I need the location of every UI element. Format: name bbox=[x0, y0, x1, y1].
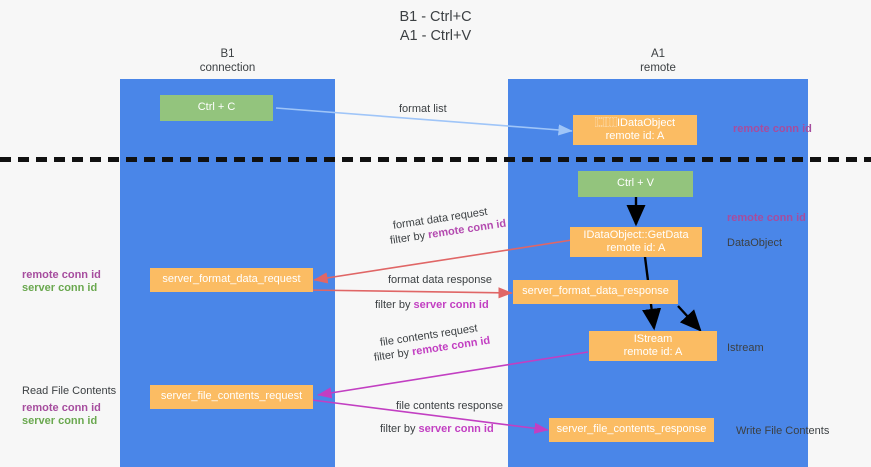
lane-header-b1: B1 connection bbox=[120, 47, 335, 75]
annotation-left-server-conn-id-bot: server conn id bbox=[22, 415, 98, 427]
section-divider bbox=[0, 157, 871, 162]
annotation-left-remote-conn-id-bot: remote conn id bbox=[22, 402, 101, 414]
annotation-istream: Istream bbox=[727, 342, 764, 354]
box-ctrl-v-label: Ctrl + V bbox=[617, 177, 654, 190]
edge-label-filter-by-server-conn-id-2: filter by server conn id bbox=[380, 422, 494, 436]
box-istream-line1: IStream bbox=[633, 332, 673, 345]
box-server-format-data-response[interactable]: server_format_data_response bbox=[513, 280, 678, 304]
page-title: B1 - Ctrl+C A1 - Ctrl+V bbox=[0, 8, 871, 46]
lane-header-a1: A1 remote bbox=[508, 47, 808, 75]
lane-header-a1-name: A1 bbox=[650, 48, 666, 60]
filter-prefix-2: filter by bbox=[375, 299, 414, 311]
annotation-read-file-contents: Read File Contents bbox=[22, 385, 117, 397]
lane-header-b1-name: B1 bbox=[220, 48, 235, 60]
lane-header-a1-sub: remote bbox=[640, 62, 676, 74]
annotation-remote-conn-id-mid: remote conn id bbox=[727, 212, 806, 224]
title-line-1: B1 - Ctrl+C bbox=[399, 9, 472, 25]
box-server-format-data-request-label: server_format_data_request bbox=[162, 273, 301, 286]
edge-label-filter-by-server-conn-id-1: filter by server conn id bbox=[375, 298, 489, 312]
box-istream-line2: remote id: A bbox=[623, 346, 683, 358]
box-idataobject-getdata-line2: remote id: A bbox=[606, 242, 666, 254]
box-idataobject-getdata[interactable]: IDataObject::GetData remote id: A bbox=[570, 227, 702, 257]
box-set-data-object[interactable]: ⿴⿲IDataObject remote id: A bbox=[573, 115, 697, 145]
title-line-2: A1 - Ctrl+V bbox=[399, 28, 472, 44]
filter-emphasis-server-conn-id-1: server conn id bbox=[413, 299, 489, 311]
lane-header-b1-sub: connection bbox=[199, 62, 256, 74]
box-idataobject-getdata-line1: IDataObject::GetData bbox=[583, 228, 689, 241]
annotation-remote-conn-id-top: remote conn id bbox=[733, 123, 812, 135]
box-ctrl-c[interactable]: Ctrl + C bbox=[160, 95, 273, 121]
filter-emphasis-server-conn-id-2: server conn id bbox=[418, 423, 494, 435]
box-ctrl-v[interactable]: Ctrl + V bbox=[578, 171, 693, 197]
box-server-file-contents-response[interactable]: server_file_contents_response bbox=[549, 418, 714, 442]
box-server-format-data-response-label: server_format_data_response bbox=[522, 285, 669, 298]
edge-label-file-contents-response: file contents response bbox=[396, 400, 504, 412]
box-server-format-data-request[interactable]: server_format_data_request bbox=[150, 268, 313, 292]
edge-label-format-list: format list bbox=[399, 103, 447, 115]
box-server-file-contents-response-label: server_file_contents_response bbox=[556, 423, 707, 436]
box-server-file-contents-request[interactable]: server_file_contents_request bbox=[150, 385, 313, 409]
annotation-write-file-contents: Write File Contents bbox=[736, 425, 830, 437]
box-server-file-contents-request-label: server_file_contents_request bbox=[160, 390, 303, 403]
filter-prefix-4: filter by bbox=[380, 423, 419, 435]
annotation-left-server-conn-id-mid: server conn id bbox=[22, 282, 98, 294]
box-ctrl-c-label: Ctrl + C bbox=[197, 101, 236, 114]
box-istream[interactable]: IStream remote id: A bbox=[589, 331, 717, 361]
annotation-data-object: DataObject bbox=[727, 237, 783, 249]
box-set-data-object-line1: ⿴⿲IDataObject bbox=[594, 116, 676, 129]
box-set-data-object-line2: remote id: A bbox=[605, 130, 665, 142]
annotation-left-remote-conn-id-mid: remote conn id bbox=[22, 269, 101, 281]
edge-label-format-data-response: format data response bbox=[388, 274, 492, 286]
